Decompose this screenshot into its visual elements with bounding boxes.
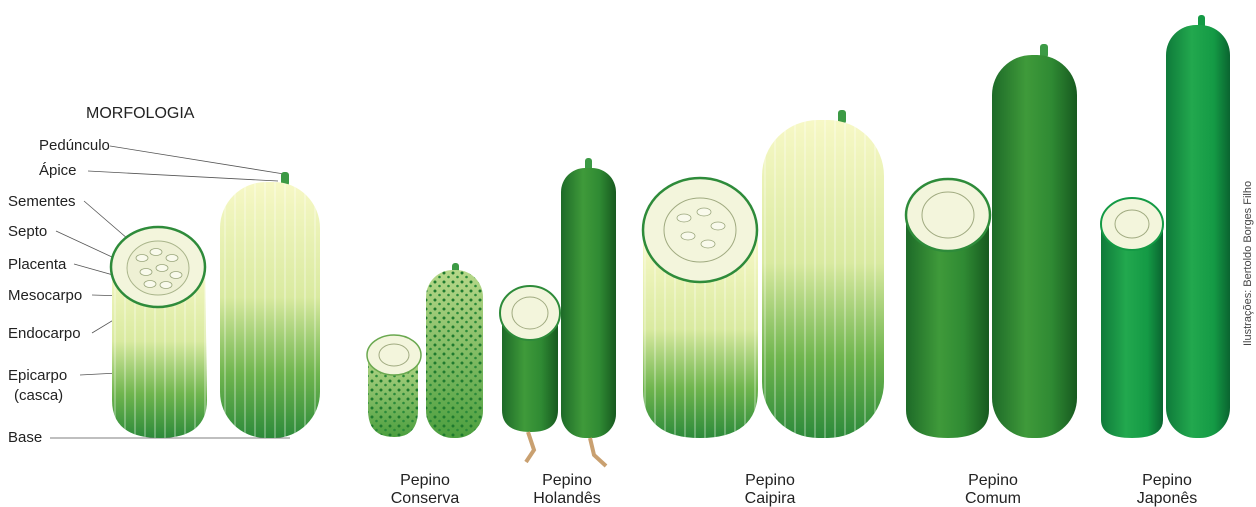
caption-caipira-line1: Pepino bbox=[745, 472, 795, 489]
label-apice: Ápice bbox=[39, 162, 77, 179]
morphology-cut-cucumber bbox=[111, 227, 207, 438]
label-mesocarpo: Mesocarpo bbox=[8, 287, 82, 304]
caption-caipira-line2: Caipira bbox=[745, 490, 796, 507]
caption-holandes-line1: Pepino bbox=[542, 472, 592, 489]
caption-comum-line2: Comum bbox=[965, 490, 1021, 507]
caption-japones-line1: Pepino bbox=[1142, 472, 1192, 489]
label-placenta: Placenta bbox=[8, 256, 67, 273]
diagram-title: MORFOLOGIA bbox=[86, 105, 195, 122]
illustration-credit: Ilustrações: Bertoldo Borges Filho bbox=[1242, 181, 1254, 346]
caption-conserva-line2: Conserva bbox=[391, 490, 460, 507]
variety-captions: Pepino Conserva Pepino Holandês Pepino C… bbox=[391, 472, 1197, 507]
variety-japones bbox=[1101, 15, 1230, 438]
label-epicarpo: Epicarpo bbox=[8, 367, 67, 384]
variety-conserva bbox=[367, 263, 483, 438]
morphology-whole-cucumber bbox=[220, 172, 320, 438]
label-sementes: Sementes bbox=[8, 193, 76, 210]
label-pedunculo: Pedúnculo bbox=[39, 137, 110, 154]
part-labels: Pedúnculo Ápice Sementes Septo Placenta … bbox=[8, 137, 110, 446]
caption-japones-line2: Japonês bbox=[1137, 490, 1198, 507]
caption-holandes-line2: Holandês bbox=[533, 490, 601, 507]
variety-comum bbox=[906, 44, 1077, 438]
caption-conserva-line1: Pepino bbox=[400, 472, 450, 489]
variety-caipira bbox=[643, 110, 884, 438]
label-base: Base bbox=[8, 429, 42, 446]
label-septo: Septo bbox=[8, 223, 47, 240]
caption-comum-line1: Pepino bbox=[968, 472, 1018, 489]
label-endocarpo: Endocarpo bbox=[8, 325, 81, 342]
variety-holandes bbox=[500, 158, 616, 466]
label-casca: (casca) bbox=[14, 387, 63, 404]
